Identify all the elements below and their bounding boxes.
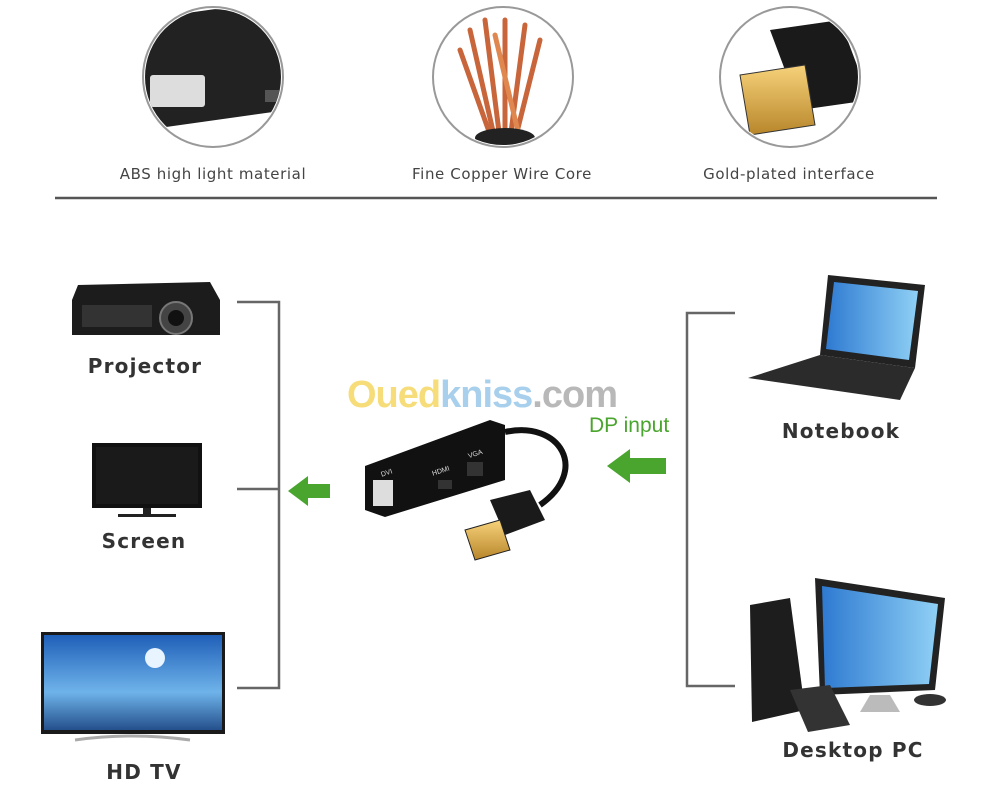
- arrow-left-icon: [288, 476, 330, 506]
- output-bracket: [237, 300, 281, 690]
- feature-label: ABS high light material: [119, 165, 307, 183]
- feature-image-gold-plug: [719, 6, 861, 148]
- feature-image-adapter: [142, 6, 284, 148]
- device-label-desktop: Desktop PC: [782, 738, 924, 762]
- arrow-left-icon: [607, 449, 666, 483]
- feature-label: Fine Copper Wire Core: [412, 165, 592, 183]
- adapter-image: [365, 420, 569, 561]
- dp-input-label: DP input: [589, 414, 670, 437]
- feature-image-copper: [432, 6, 574, 148]
- feature-label: Gold-plated interface: [703, 165, 875, 183]
- input-bracket: [685, 311, 735, 688]
- device-label-screen: Screen: [101, 529, 187, 553]
- watermark: Ouedkniss.com: [347, 374, 618, 416]
- monitor-image: [92, 443, 202, 517]
- desktop-pc-image: [750, 578, 946, 732]
- device-label-hdtv: HD TV: [106, 760, 182, 784]
- projector-image: [72, 282, 220, 335]
- notebook-image: [748, 275, 925, 400]
- device-label-notebook: Notebook: [781, 419, 901, 443]
- tv-image: [41, 632, 225, 742]
- device-label-projector: Projector: [87, 354, 203, 378]
